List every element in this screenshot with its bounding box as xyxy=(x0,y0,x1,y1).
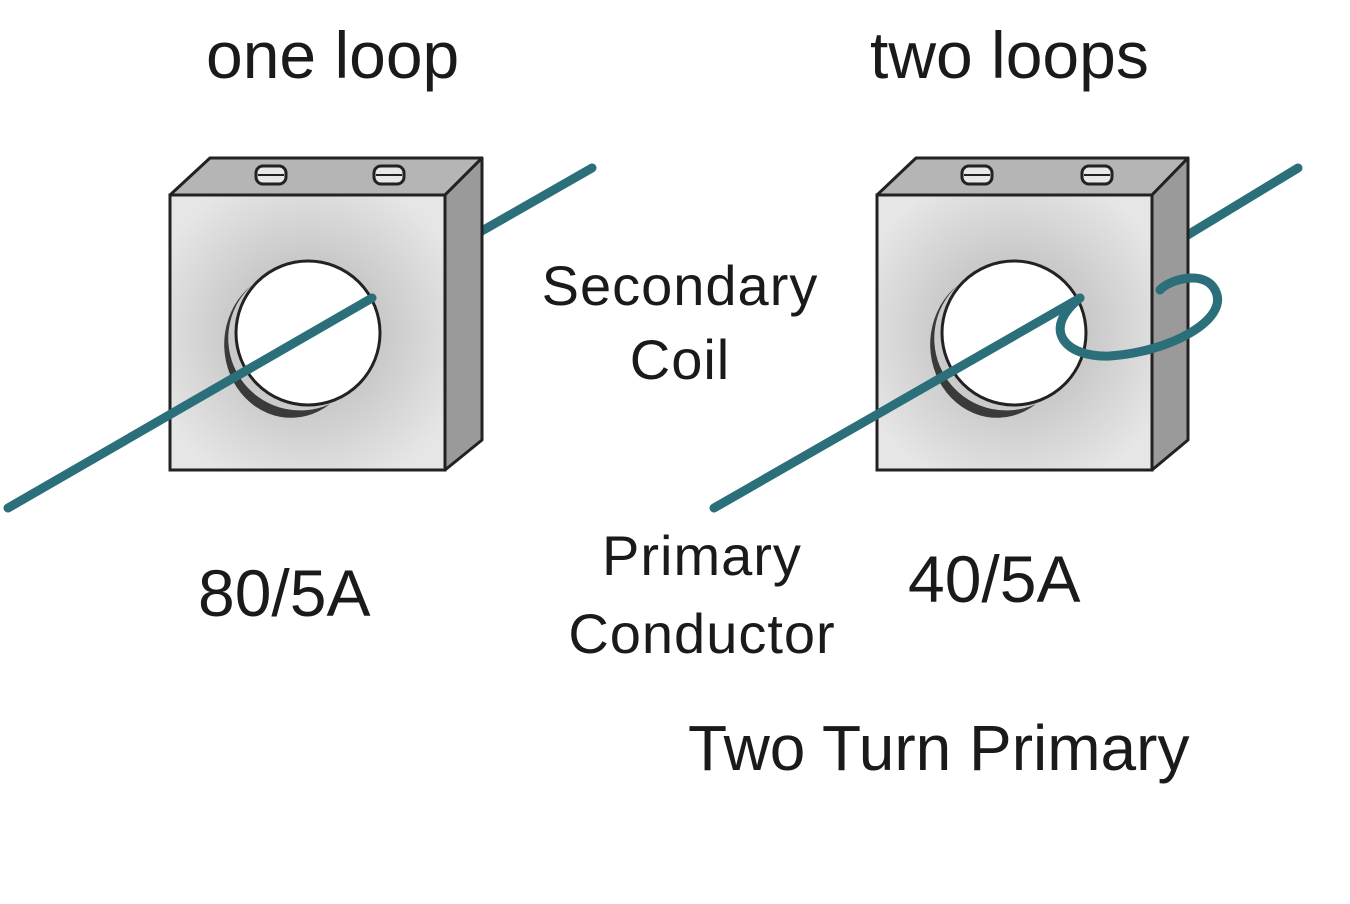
right-ct-ratio: 40/5A xyxy=(908,542,1081,616)
left-primary-conductor-back xyxy=(475,163,597,237)
left-primary-conductor xyxy=(3,293,377,513)
primary-conductor-label-line2: Conductor xyxy=(568,602,836,665)
secondary-coil-label-line1: Secondary xyxy=(541,254,819,317)
left-current-transformer xyxy=(3,156,597,513)
right-primary-conductor-back xyxy=(1181,163,1303,241)
right-primary-conductor-loop xyxy=(1055,273,1223,361)
left-ct-top-face xyxy=(168,156,484,197)
secondary-coil-label: Secondary Coil xyxy=(522,258,838,388)
secondary-coil-label-line2: Coil xyxy=(629,328,731,391)
left-ct-terminal-1 xyxy=(254,164,288,186)
right-ct-top-face xyxy=(875,156,1190,197)
left-ct-terminal-2 xyxy=(372,164,406,186)
right-ct-terminal-1 xyxy=(960,164,994,186)
right-primary-conductor xyxy=(709,293,1085,513)
left-ct-side-face xyxy=(443,156,484,472)
right-ct-side-face xyxy=(1150,156,1190,472)
primary-conductor-label-line1: Primary xyxy=(602,524,802,587)
diagram-title: Two Turn Primary xyxy=(688,712,1190,784)
left-ct-caption: one loop xyxy=(206,18,460,92)
right-ct-terminal-2 xyxy=(1080,164,1114,186)
right-ct-caption: two loops xyxy=(870,18,1149,92)
right-current-transformer xyxy=(709,156,1303,513)
left-ct-ratio: 80/5A xyxy=(198,556,371,630)
primary-conductor-label: Primary Conductor xyxy=(548,528,856,662)
